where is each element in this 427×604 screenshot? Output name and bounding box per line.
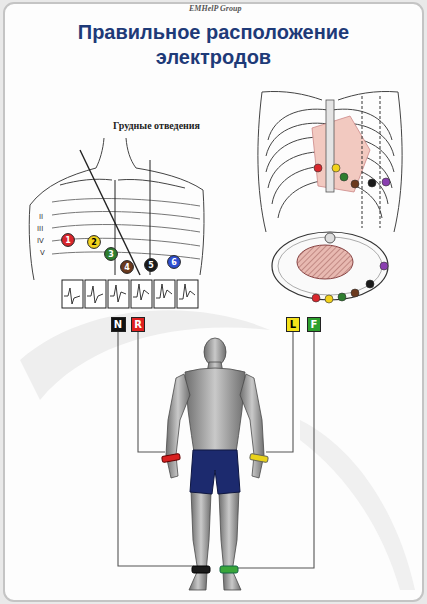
shape-fill <box>111 317 125 331</box>
callout-number: 3 <box>108 250 114 259</box>
electrode-circle: 4 <box>120 260 134 274</box>
watermark: EMHelP Group <box>188 4 242 13</box>
lead-letter: L <box>290 319 296 330</box>
shape-fill <box>121 261 134 274</box>
shape-fill <box>168 256 181 269</box>
lead-letter: F <box>311 319 318 330</box>
rib-number: V <box>39 249 46 257</box>
shape-fill <box>132 317 145 331</box>
rib-number: II <box>38 213 44 221</box>
title: Правильное расположение электродов <box>40 20 387 70</box>
lead-box: N <box>111 317 126 332</box>
shape-fill <box>287 317 300 331</box>
callout-number: 2 <box>91 238 97 247</box>
shape-fill <box>145 259 158 272</box>
lead-letter: R <box>134 319 142 330</box>
lead-box: L <box>286 317 300 332</box>
lead-letter: N <box>114 319 122 330</box>
shape-fill <box>105 248 118 261</box>
section-label: Грудные отведения <box>112 120 201 132</box>
rib-number: III <box>36 225 44 233</box>
electrode-circle: 3 <box>104 247 118 261</box>
shape-fill <box>88 236 101 249</box>
callout-number: 6 <box>171 258 177 267</box>
lead-box: R <box>131 317 145 332</box>
electrode-circle: 1 <box>61 233 75 247</box>
shape-fill <box>308 317 321 331</box>
electrode-circle: 2 <box>87 235 101 249</box>
callout-number: 1 <box>65 236 71 245</box>
electrode-circle: 6 <box>167 255 181 269</box>
lead-box: F <box>307 317 321 332</box>
rib-number: IV <box>36 237 45 245</box>
callout-number: 4 <box>124 263 130 272</box>
shape-fill <box>62 234 75 247</box>
electrode-circle: 5 <box>144 258 158 272</box>
callout-number: 5 <box>148 261 154 270</box>
